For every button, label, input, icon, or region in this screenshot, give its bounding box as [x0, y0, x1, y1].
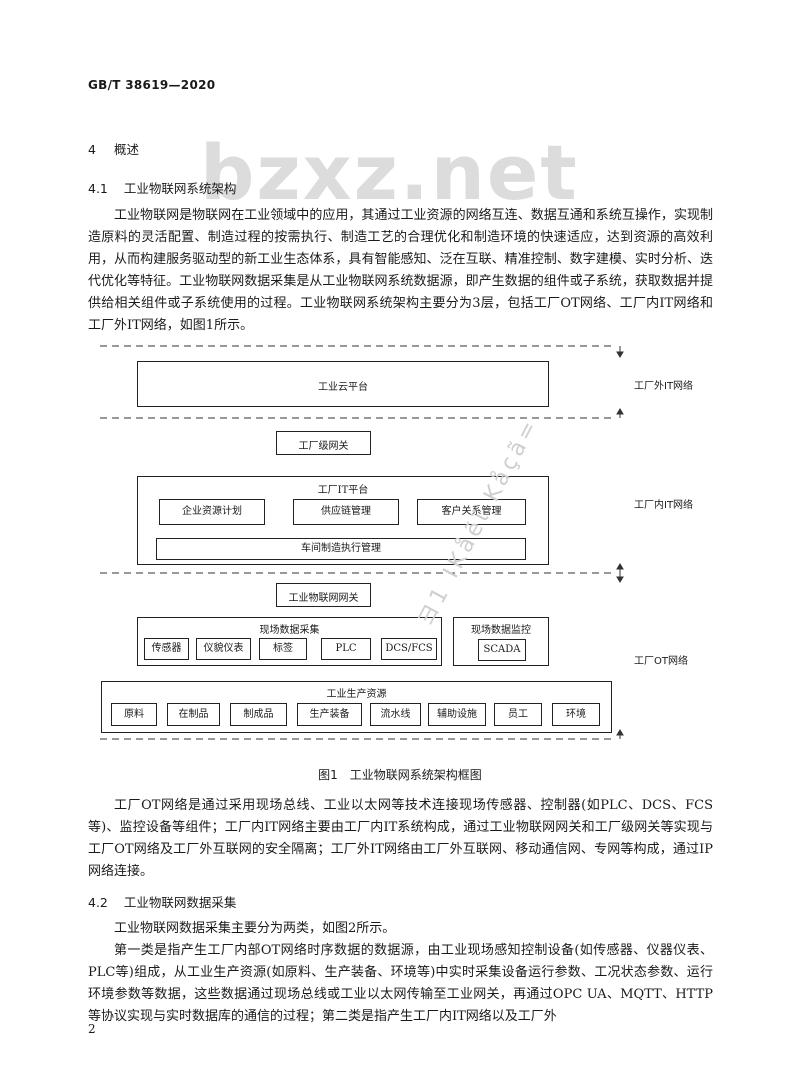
iot-gateway-box: 工业物联网网关 [276, 583, 371, 607]
resources-label: 工业生产资源 [326, 689, 387, 700]
erp-box: 企业资源计划 [159, 499, 265, 525]
mes-box: 车间制造执行管理 [156, 538, 526, 560]
resource-item: 员工 [494, 703, 542, 726]
cloud-platform-box: 工业云平台 [137, 361, 549, 407]
field-collection-label: 现场数据采集 [259, 625, 320, 636]
section-number: 4 [88, 142, 96, 157]
section-title: 概述 [113, 142, 139, 157]
zone-label-ot: 工厂OT网络 [634, 656, 688, 667]
section-4-1-heading: 4.1 工业物联网系统架构 [88, 178, 236, 197]
it-platform-label: 工厂IT平台 [317, 485, 369, 496]
section-number: 4.1 [88, 181, 108, 196]
field-collection-box: 现场数据采集 传感器 仪貌仪表 标签 PLC DCS/FCS [137, 617, 442, 666]
instrument-box: 仪貌仪表 [196, 638, 251, 660]
section-4-heading: 4 概述 [88, 139, 139, 158]
watermark: bzxz.net [200, 128, 579, 217]
paragraph-collection-detail: 第一类是指产生工厂内部OT网络时序数据的数据源，由工业现场感知控制设备(如传感器… [88, 943, 713, 1024]
iot-gateway-label: 工业物联网网关 [288, 593, 359, 604]
zone-label-internal-it: 工厂内IT网络 [634, 500, 694, 511]
section-title: 工业物联网系统架构 [123, 181, 237, 196]
standard-header: GB/T 38619—2020 [88, 78, 216, 92]
resource-item: 制成品 [230, 703, 287, 726]
scm-box: 供应链管理 [293, 499, 399, 525]
plc-box: PLC [321, 638, 371, 660]
tag-box: 标签 [259, 638, 307, 660]
page-number: 2 [88, 1022, 96, 1036]
paragraph-collection-intro: 工业物联网数据采集主要分为两类，如图2所示。 [114, 921, 396, 936]
resource-item: 辅助设施 [428, 703, 486, 726]
field-monitor-box: 现场数据监控 SCADA [453, 617, 549, 666]
section-number: 4.2 [88, 895, 108, 910]
paragraph-intro: 工业物联网是物联网在工业领域中的应用，其通过工业资源的网络互连、数据互通和系统互… [88, 208, 713, 333]
figure-caption: 图1 工业物联网系统架构框图 [318, 768, 482, 782]
resource-item: 环境 [552, 703, 600, 726]
factory-gateway-box: 工厂级网关 [276, 431, 371, 455]
dcs-fcs-box: DCS/FCS [381, 638, 437, 660]
crm-box: 客户关系管理 [417, 499, 526, 525]
section-4-2-heading: 4.2 工业物联网数据采集 [88, 892, 236, 911]
resource-item: 流水线 [370, 703, 421, 726]
diagram-lines [100, 345, 624, 740]
paragraph-network-description: 工厂OT网络是通过采用现场总线、工业以太网等技术连接现场传感器、控制器(如PLC… [88, 798, 713, 879]
scada-box: SCADA [478, 639, 526, 661]
resources-box: 工业生产资源 原料 在制品 制成品 生产装备 流水线 辅助设施 员工 环境 [101, 681, 612, 733]
sensor-box: 传感器 [144, 638, 189, 660]
it-platform-box: 工厂IT平台 企业资源计划 供应链管理 客户关系管理 车间制造执行管理 [137, 476, 549, 565]
factory-gateway-label: 工厂级网关 [298, 441, 349, 452]
zone-label-external-it: 工厂外IT网络 [634, 381, 694, 392]
resource-item: 生产装备 [297, 703, 362, 726]
cloud-platform-label: 工业云平台 [318, 382, 368, 393]
field-monitor-label: 现场数据监控 [471, 625, 531, 636]
resource-item: 在制品 [167, 703, 220, 726]
resource-item: 原料 [111, 703, 157, 726]
section-title: 工业物联网数据采集 [123, 895, 237, 910]
